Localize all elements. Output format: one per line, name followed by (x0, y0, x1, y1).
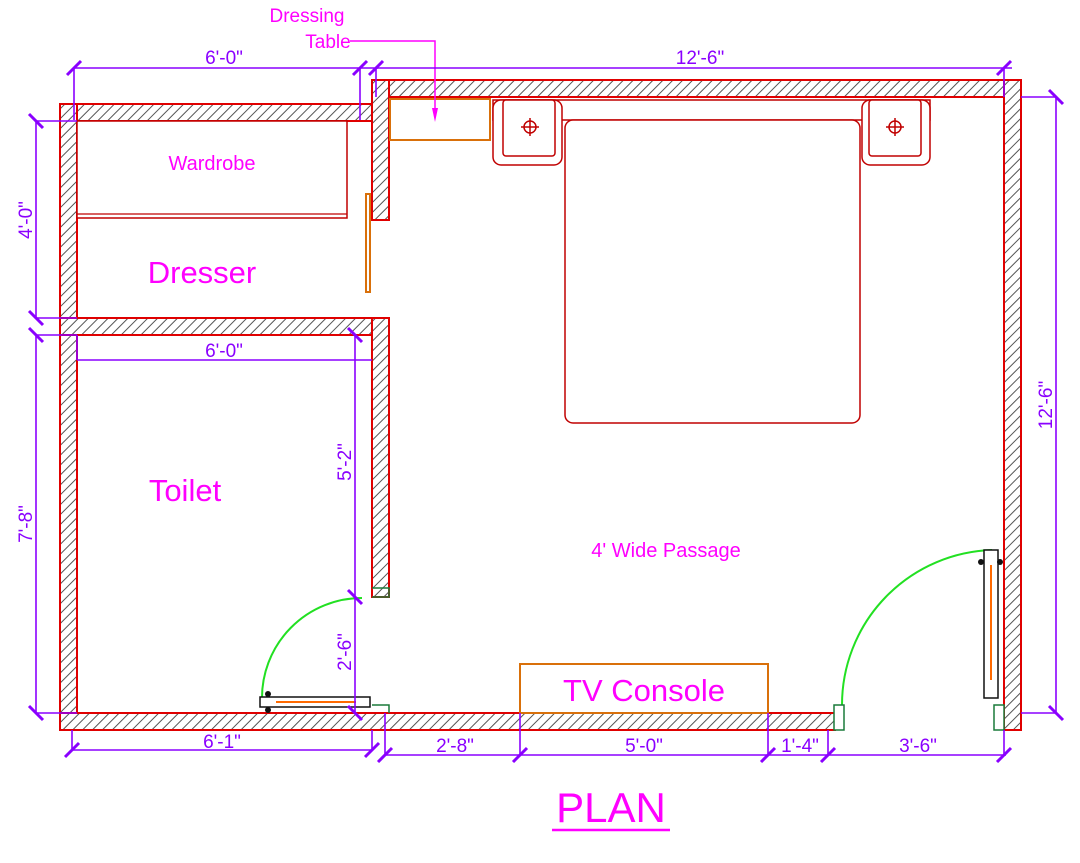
toilet-top-wall (59, 317, 390, 336)
dimensions: 6'-0" 12'-6" 4'-0" 7'-8" 6'-0" 5'-2" 2'-… (16, 48, 1065, 764)
walls (59, 79, 1022, 731)
toilet-right-wall (371, 317, 390, 598)
tv-console-label: TV Console (563, 673, 725, 708)
dim-bottom-door: 3'-6" (899, 736, 937, 757)
lamp-icon (521, 118, 539, 136)
dressing-table-leader (350, 40, 436, 115)
dim-bedroom-top: 12'-6" (676, 48, 724, 69)
leader-arrow-icon (432, 108, 438, 122)
dim-toilet-depth: 7'-8" (16, 505, 37, 543)
dim-toilet-door: 2'-6" (335, 633, 356, 671)
dim-bottom-tv: 5'-0" (625, 736, 663, 757)
wardrobe-label: Wardrobe (168, 153, 255, 175)
bed (492, 99, 931, 424)
bottom-wall (59, 712, 836, 731)
dim-dresser-top: 6'-0" (205, 48, 243, 69)
main-door (833, 549, 1005, 731)
bedroom-top-wall (371, 79, 1022, 98)
dim-toilet-width: 6'-0" (205, 341, 243, 362)
dressing-table-label-1: Dressing (270, 6, 345, 27)
passage-label: 4' Wide Passage (591, 540, 740, 562)
dim-bedroom-depth: 12'-6" (1036, 381, 1057, 429)
dim-dresser-depth: 4'-0" (16, 201, 37, 239)
dim-bottom-toilet: 6'-1" (203, 732, 241, 753)
dresser-door-panel (365, 193, 371, 293)
left-wall (59, 103, 78, 731)
toilet-door (259, 587, 390, 713)
dresser-label: Dresser (148, 255, 257, 290)
dressing-table (389, 98, 491, 141)
tv-console (519, 663, 769, 714)
dim-toilet-wall: 5'-2" (335, 443, 356, 481)
dresser-partition-wall (371, 79, 390, 221)
dim-bottom-gap: 2'-8" (436, 736, 474, 757)
right-wall (1003, 79, 1022, 731)
dim-bottom-side: 1'-4" (781, 736, 819, 757)
dressing-table-label-2: Table (305, 32, 350, 53)
dresser-top-wall (59, 103, 373, 122)
toilet-label: Toilet (149, 473, 222, 508)
lamp-icon (886, 118, 904, 136)
wardrobe (76, 120, 348, 219)
plan-title: PLAN (556, 784, 666, 831)
